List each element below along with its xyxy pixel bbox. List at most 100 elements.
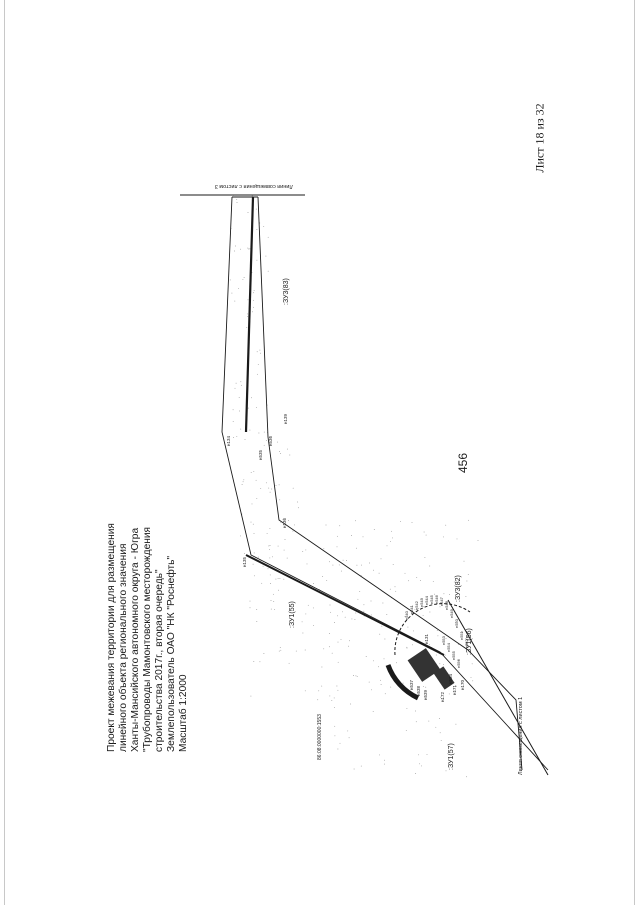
scan-dot — [241, 484, 243, 485]
scan-dot — [297, 501, 299, 503]
scan-dot — [347, 730, 349, 732]
point-label: н540 — [404, 610, 409, 620]
scan-dot — [351, 618, 353, 620]
scan-dot — [263, 225, 265, 227]
scan-dot — [265, 255, 267, 257]
scan-dot — [465, 596, 467, 598]
crossing-hatch — [407, 648, 455, 690]
scan-dot — [263, 431, 265, 433]
scan-dot — [312, 607, 314, 609]
scan-dot — [443, 663, 444, 665]
scan-dot — [445, 638, 447, 639]
scan-dot — [348, 645, 350, 647]
point-label: н548 — [444, 600, 449, 610]
scan-dot — [256, 609, 258, 610]
scan-dot — [396, 662, 397, 664]
scan-dot — [329, 695, 331, 697]
point-label: н537 — [409, 680, 414, 690]
scan-dot — [284, 539, 286, 540]
scan-dot — [395, 590, 397, 592]
scan-dot — [407, 626, 409, 628]
point-label: н134 — [226, 436, 231, 446]
scan-dot — [384, 693, 386, 695]
point-label-fan: н540 н541 н542 н543 н544 н545 н546 н547 … — [404, 594, 469, 668]
scan-dot — [472, 680, 474, 682]
scan-dot — [244, 552, 246, 554]
scan-dot — [247, 212, 249, 213]
scan-dot — [256, 497, 258, 499]
scan-dot — [313, 624, 315, 626]
scan-dot — [361, 564, 362, 566]
scan-dot — [392, 564, 394, 566]
point-label: н552 — [464, 638, 469, 648]
scan-dot — [404, 572, 406, 574]
scan-dot — [339, 525, 341, 527]
scan-dot — [453, 690, 455, 692]
scan-dot — [380, 558, 382, 560]
scan-dot — [233, 437, 235, 439]
scan-dot — [429, 611, 431, 613]
scan-dot — [336, 685, 338, 687]
scan-dot — [269, 491, 271, 493]
scan-dot — [253, 575, 255, 577]
point-label: н170 — [460, 680, 465, 690]
scan-dot — [463, 560, 465, 562]
scan-dot — [389, 588, 391, 590]
point-label: н542 — [414, 600, 419, 610]
scan-dot — [355, 675, 357, 677]
scan-dot — [240, 248, 242, 250]
scan-dot — [256, 373, 258, 375]
scan-dot — [458, 660, 460, 662]
scan-dot — [277, 545, 279, 547]
scan-dot — [336, 546, 338, 548]
scan-dot — [305, 549, 307, 551]
scan-dot — [444, 654, 446, 656]
scan-dot — [342, 611, 343, 613]
scan-dot — [437, 635, 439, 637]
scan-dot — [369, 562, 370, 564]
scan-dot — [293, 524, 295, 526]
scan-dot — [415, 773, 417, 774]
scan-dot — [477, 540, 479, 542]
scan-dot — [429, 565, 431, 567]
scan-dot — [349, 640, 350, 642]
scan-dot — [250, 695, 252, 697]
scan-dot — [373, 660, 374, 662]
scan-dot — [247, 299, 249, 301]
point-label: н555 — [451, 650, 456, 660]
scan-dot — [275, 484, 277, 486]
scan-dot — [240, 428, 242, 430]
scan-dot — [253, 552, 255, 554]
scan-dot — [235, 382, 237, 384]
scan-dot — [247, 407, 249, 409]
point-label: н554 — [446, 642, 451, 652]
scan-dot — [253, 533, 255, 535]
scan-dot — [468, 519, 469, 521]
scan-dot — [422, 685, 424, 687]
scan-dot — [440, 739, 442, 741]
point-label: н550 — [454, 618, 459, 628]
scan-dot — [415, 710, 416, 712]
scan-dot — [435, 654, 437, 656]
scan-dot — [321, 666, 323, 668]
scan-dot — [442, 536, 444, 538]
scan-dot — [269, 436, 271, 438]
scan-dot — [238, 397, 240, 399]
scan-dot — [232, 421, 234, 423]
scan-dot — [269, 557, 271, 559]
point-label: н171 — [452, 685, 457, 695]
scan-dot — [289, 454, 291, 456]
scan-dot — [419, 580, 421, 582]
point-label: н541 — [409, 604, 414, 614]
scan-dot — [373, 529, 375, 530]
scan-dot — [408, 580, 410, 582]
scan-dot — [271, 556, 273, 558]
scan-dot — [282, 519, 284, 520]
scan-dot — [274, 608, 276, 610]
scan-dot — [268, 545, 270, 547]
scan-dot — [240, 535, 241, 537]
scan-dot — [424, 557, 426, 559]
scan-dot — [255, 406, 257, 408]
point-label: н539 — [423, 690, 428, 700]
scan-dot — [443, 593, 445, 595]
